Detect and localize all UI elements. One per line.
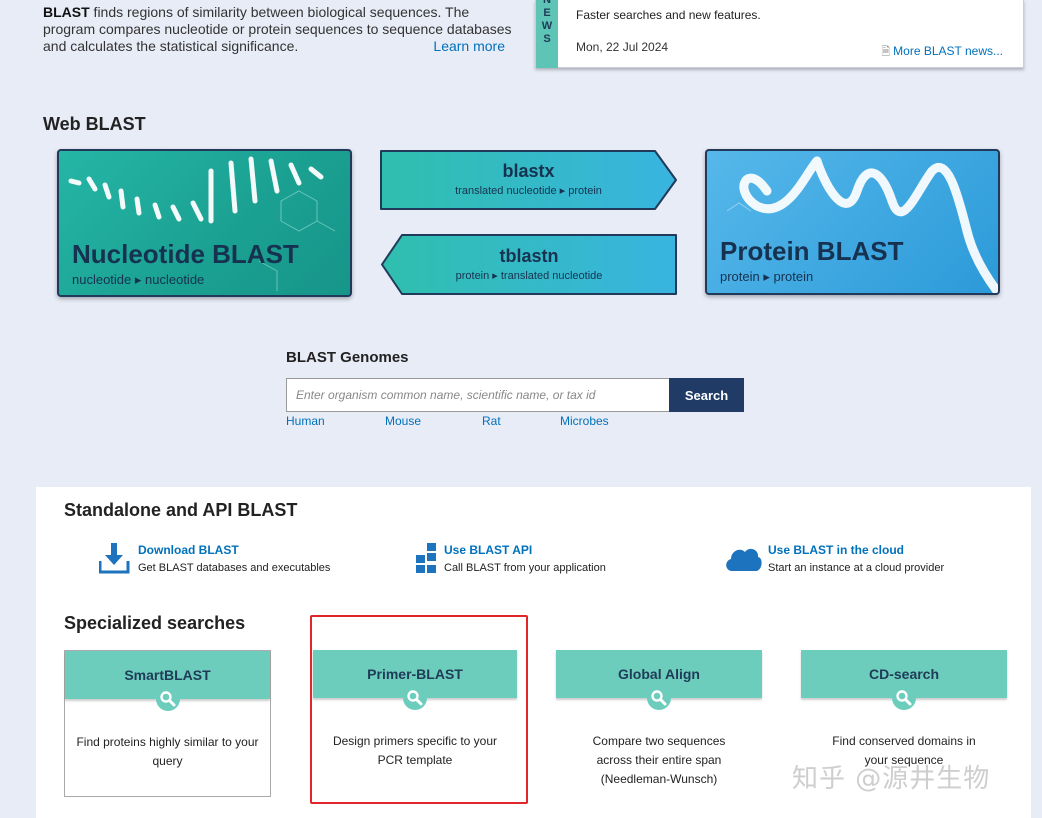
search-icon bbox=[892, 686, 916, 710]
tblastn-subtitle: protein ▸ translated nucleotide bbox=[455, 270, 603, 282]
blast-cloud-link[interactable]: Use BLAST in the cloud bbox=[768, 543, 905, 557]
protein-blast-subtitle: protein ▸ protein bbox=[720, 269, 814, 284]
news-panel: N E W S Faster searches and new features… bbox=[535, 0, 1024, 68]
protein-blast-title: Protein BLAST bbox=[720, 236, 904, 266]
dna-helix-icon bbox=[68, 156, 336, 291]
protein-blast-card[interactable]: Protein BLAST protein ▸ protein bbox=[705, 149, 1000, 295]
tblastn-title: tblastn bbox=[499, 246, 559, 266]
primer-blast-desc: Design primers specific to your PCR temp… bbox=[332, 734, 498, 767]
blast-api-desc: Call BLAST from your application bbox=[444, 562, 606, 574]
blastx-title: blastx bbox=[502, 161, 555, 181]
news-tab: N E W S bbox=[536, 0, 558, 68]
blast-intro: BLAST finds regions of similarity betwee… bbox=[43, 4, 513, 55]
primer-blast-highlight-box bbox=[310, 615, 528, 804]
search-icon bbox=[647, 686, 671, 710]
nucleotide-blast-card[interactable]: Nucleotide BLAST nucleotide ▸ nucleotide bbox=[57, 149, 352, 297]
download-icon bbox=[99, 543, 130, 574]
genome-link-rat[interactable]: Rat bbox=[482, 414, 501, 428]
genome-link-human[interactable]: Human bbox=[286, 414, 325, 428]
watermark: 知乎 @源井生物 bbox=[792, 764, 991, 794]
news-tab-letter: E bbox=[543, 7, 551, 19]
blastx-card[interactable]: blastx translated nucleotide ▸ protein bbox=[379, 149, 678, 211]
api-blocks-icon bbox=[416, 543, 436, 573]
search-icon bbox=[403, 686, 427, 710]
intro-text: finds regions of similarity between biol… bbox=[43, 4, 512, 54]
global-align-desc: Compare two sequences across their entir… bbox=[592, 734, 726, 786]
blast-cloud-desc: Start an instance at a cloud provider bbox=[768, 562, 945, 574]
global-align-title: Global Align bbox=[556, 650, 762, 698]
left-arrow-shape bbox=[381, 234, 677, 295]
tblastn-card[interactable]: tblastn protein ▸ translated nucleotide bbox=[380, 233, 678, 296]
intro-brand: BLAST bbox=[43, 4, 90, 20]
news-tab-letter: W bbox=[541, 20, 553, 32]
standalone-specialized-panel: Standalone and API BLAST Download BLAST … bbox=[36, 487, 1031, 818]
nucleotide-blast-subtitle: nucleotide ▸ nucleotide bbox=[72, 272, 205, 287]
web-blast-heading: Web BLAST bbox=[43, 114, 146, 134]
more-news-link[interactable]: 🗎More BLAST news... bbox=[881, 43, 1003, 62]
news-date: Mon, 22 Jul 2024 bbox=[576, 40, 669, 54]
news-tab-letter: N bbox=[543, 0, 551, 6]
news-tab-letter: S bbox=[543, 33, 551, 45]
download-blast-desc: Get BLAST databases and executables bbox=[138, 562, 331, 574]
learn-more-link[interactable]: Learn more bbox=[433, 38, 505, 54]
standalone-api-heading: Standalone and API BLAST bbox=[64, 500, 298, 520]
nucleotide-blast-title: Nucleotide BLAST bbox=[72, 239, 299, 269]
document-icon: 🗎 bbox=[881, 46, 891, 58]
cd-search-title: CD-search bbox=[801, 650, 1007, 698]
smartblast-card[interactable]: SmartBLAST Find proteins highly similar … bbox=[64, 650, 271, 797]
primer-blast-card[interactable]: Primer-BLAST Design primers specific to … bbox=[313, 650, 517, 797]
smartblast-desc: Find proteins highly similar to your que… bbox=[76, 735, 259, 768]
news-headline[interactable]: Faster searches and new features. bbox=[576, 8, 761, 22]
cd-search-card[interactable]: CD-search Find conserved domains in your… bbox=[801, 650, 1007, 797]
specialized-searches-heading: Specialized searches bbox=[64, 613, 246, 633]
search-icon bbox=[155, 687, 180, 711]
cloud-icon bbox=[726, 548, 762, 571]
genome-search-button[interactable]: Search bbox=[669, 378, 744, 412]
blast-api-link[interactable]: Use BLAST API bbox=[444, 543, 533, 557]
blast-genomes-heading: BLAST Genomes bbox=[286, 349, 409, 366]
right-arrow-shape bbox=[380, 150, 677, 210]
global-align-card[interactable]: Global Align Compare two sequences acros… bbox=[556, 650, 762, 797]
blastx-subtitle: translated nucleotide ▸ protein bbox=[455, 185, 602, 197]
organism-search-input[interactable] bbox=[286, 378, 669, 412]
genome-link-mouse[interactable]: Mouse bbox=[385, 414, 422, 428]
protein-helix-icon bbox=[726, 156, 998, 293]
download-blast-link[interactable]: Download BLAST bbox=[138, 543, 239, 557]
genome-search-form: Search bbox=[286, 378, 744, 412]
cd-search-desc: Find conserved domains in your sequence bbox=[832, 734, 976, 767]
genome-link-microbes[interactable]: Microbes bbox=[560, 414, 609, 428]
more-news-label: More BLAST news... bbox=[893, 44, 1003, 58]
